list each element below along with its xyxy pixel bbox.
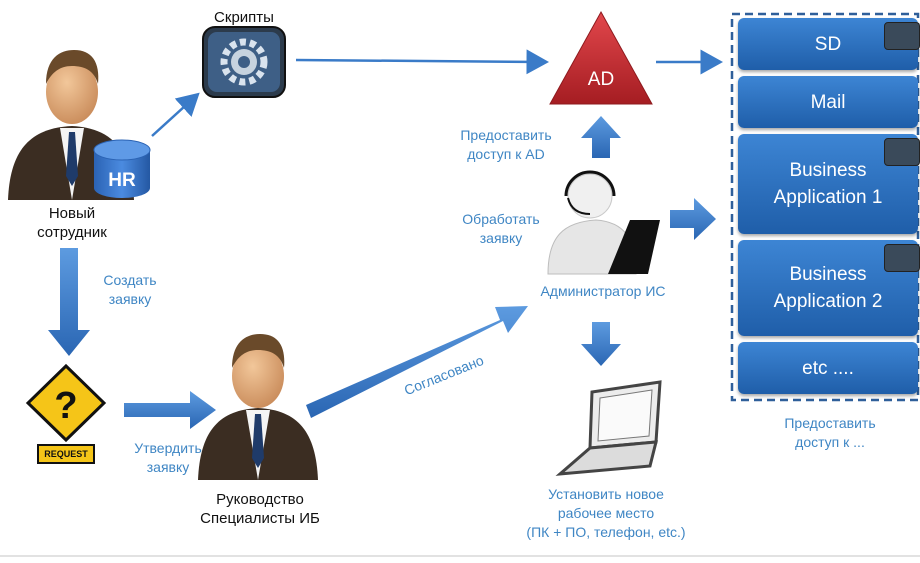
arrow-right-approve — [124, 391, 216, 429]
grant-ad-line2: доступ к AD — [467, 146, 545, 162]
system-etc-line1: etc .... — [802, 357, 854, 379]
system-sd-line1: SD — [814, 33, 842, 55]
scripts-gear-icon — [202, 26, 286, 98]
arrow-down-to-laptop — [581, 322, 621, 366]
hr-label: HR — [108, 170, 136, 191]
arrow-admin-to-systems — [670, 198, 716, 240]
request-sign-label: REQUEST — [44, 449, 88, 459]
create-request-line1: Создать — [103, 272, 157, 288]
request-sign-icon: ? — [25, 363, 107, 464]
system-box-mail: Mail — [738, 76, 918, 128]
arrow-hr-to-scripts — [151, 92, 200, 137]
management-line1: Руководство — [216, 491, 304, 508]
hr-database-icon — [93, 139, 151, 198]
system-app1-line2: Application 1 — [773, 187, 883, 208]
process-request-line2: заявку — [479, 230, 523, 246]
grant-ad-label: Предоставить доступ к AD — [440, 126, 572, 164]
grant-access-line1: Предоставить — [784, 415, 876, 431]
ad-label: AD — [587, 69, 615, 90]
approve-request-line1: Утвердить — [134, 440, 202, 456]
grant-ad-line1: Предоставить — [460, 127, 552, 143]
approve-request-line2: заявку — [146, 459, 190, 475]
arrow-scripts-to-ad — [295, 49, 549, 75]
new-employee-line2: сотрудник — [37, 224, 107, 241]
management-person-icon — [198, 334, 318, 480]
management-line2: Специалисты ИБ — [200, 510, 320, 527]
admin-label: Администратор ИС — [540, 283, 666, 299]
arrow-approved-to-admin — [306, 306, 528, 418]
new-employee-label: Новый сотрудник — [10, 204, 134, 242]
system-app1-line1: Business — [789, 160, 867, 181]
create-request-label: Создать заявку — [90, 271, 170, 309]
system-box-etc: etc .... — [738, 342, 918, 394]
ad-triangle-icon — [549, 10, 653, 105]
system-app2-line1: Business — [789, 264, 867, 285]
systems-container — [730, 12, 920, 402]
app1-gear-icon — [884, 138, 920, 166]
sd-gear-icon — [884, 22, 920, 50]
grant-access-label: Предоставить доступ к ... — [760, 414, 900, 452]
app2-gear-icon — [884, 244, 920, 272]
system-app2-line2: Application 2 — [773, 291, 883, 312]
laptop-icon — [555, 380, 662, 476]
new-workplace-line3: (ПК + ПО, телефон, etc.) — [526, 524, 686, 540]
system-mail-line1: Mail — [810, 91, 846, 113]
new-workplace-label: Установить новое рабочее место (ПК + ПО,… — [510, 485, 702, 542]
create-request-line2: заявку — [108, 291, 152, 307]
new-workplace-line1: Установить новое — [548, 486, 664, 502]
new-employee-line1: Новый — [48, 205, 96, 222]
new-workplace-line2: рабочее место — [557, 505, 655, 521]
svg-text:?: ? — [54, 385, 77, 427]
scripts-label: Скрипты — [214, 9, 274, 26]
management-label: Руководство Специалисты ИБ — [190, 490, 330, 528]
arrow-down-create-request — [48, 248, 90, 356]
arrow-up-to-ad — [581, 116, 621, 158]
admin-person-icon — [547, 170, 660, 275]
process-request-label: Обработать заявку — [446, 210, 556, 248]
process-request-line1: Обработать — [462, 211, 540, 227]
grant-access-line2: доступ к ... — [795, 434, 865, 450]
approve-request-label: Утвердить заявку — [120, 439, 216, 477]
